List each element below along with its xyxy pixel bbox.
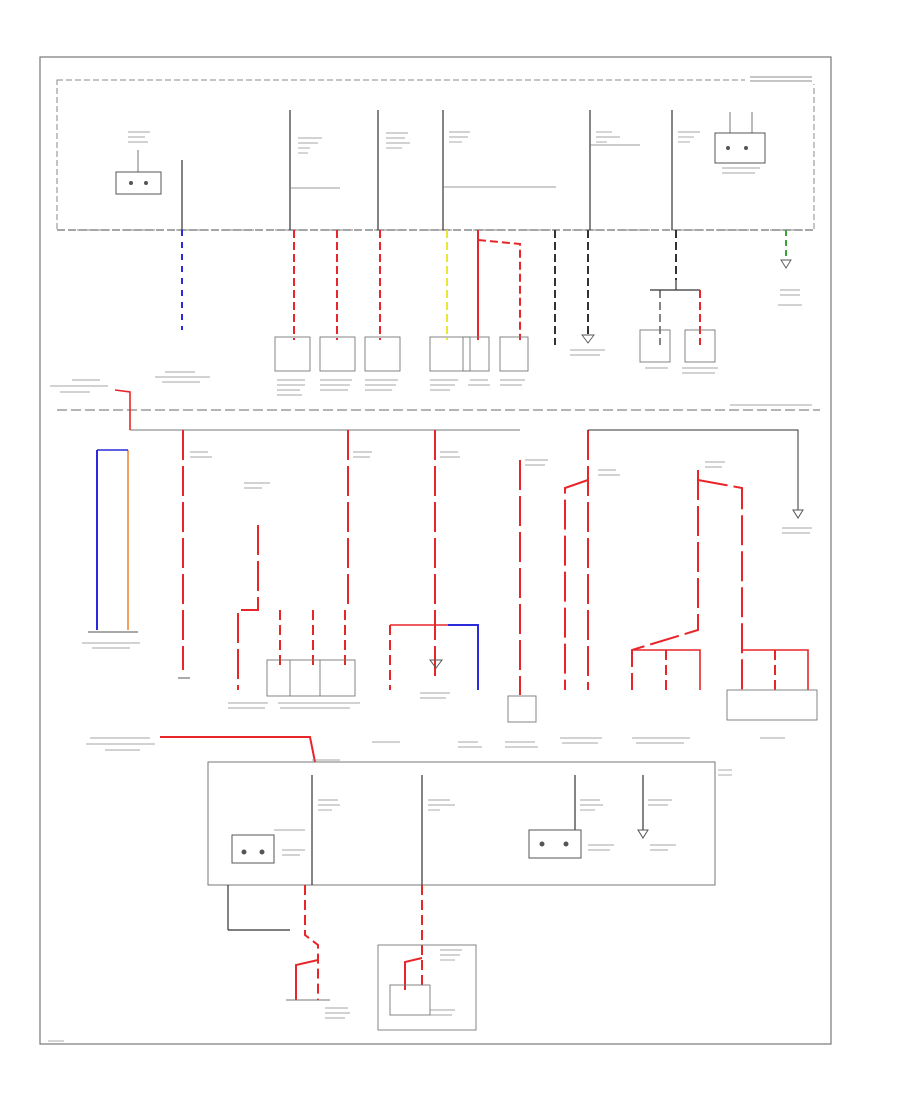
wire-harness-bottom xyxy=(295,885,423,1000)
fuse-labels xyxy=(128,131,760,174)
wire-harness-top xyxy=(181,230,787,345)
middle-dark-feeds xyxy=(588,429,799,510)
relay-icon xyxy=(231,829,582,864)
lower-feeds xyxy=(227,775,644,931)
component-labels-top xyxy=(155,289,802,396)
wire-w21 xyxy=(448,624,479,690)
relay-icon xyxy=(714,112,766,164)
wire-w25 xyxy=(697,479,743,690)
battery-label xyxy=(50,379,812,406)
wire-w15 xyxy=(237,525,259,690)
connector-icon xyxy=(637,829,649,839)
wire-harness-middle xyxy=(96,430,809,695)
under-hood-fuse-box xyxy=(56,79,815,231)
wire-w26 xyxy=(160,736,316,763)
branch-splice xyxy=(650,280,701,345)
relay-icon xyxy=(115,150,162,195)
ground-icon xyxy=(581,259,792,344)
top-block-feeds xyxy=(181,110,673,230)
connector-icon xyxy=(88,509,804,679)
component-boxes-middle xyxy=(266,659,818,723)
wire-w24 xyxy=(631,470,699,690)
diagram-frame xyxy=(39,56,832,1045)
top-block-bars xyxy=(290,144,640,189)
wire-w7 xyxy=(477,239,521,340)
fuse-box-label xyxy=(750,76,812,82)
lower-labels xyxy=(48,737,732,1042)
lower-fuse-box xyxy=(207,761,716,886)
wire-battery-feed xyxy=(114,389,131,430)
label-bg xyxy=(745,74,815,84)
component-boxes-bottom xyxy=(286,944,477,1031)
component-boxes-top xyxy=(274,329,716,372)
component-labels-middle xyxy=(82,451,812,748)
